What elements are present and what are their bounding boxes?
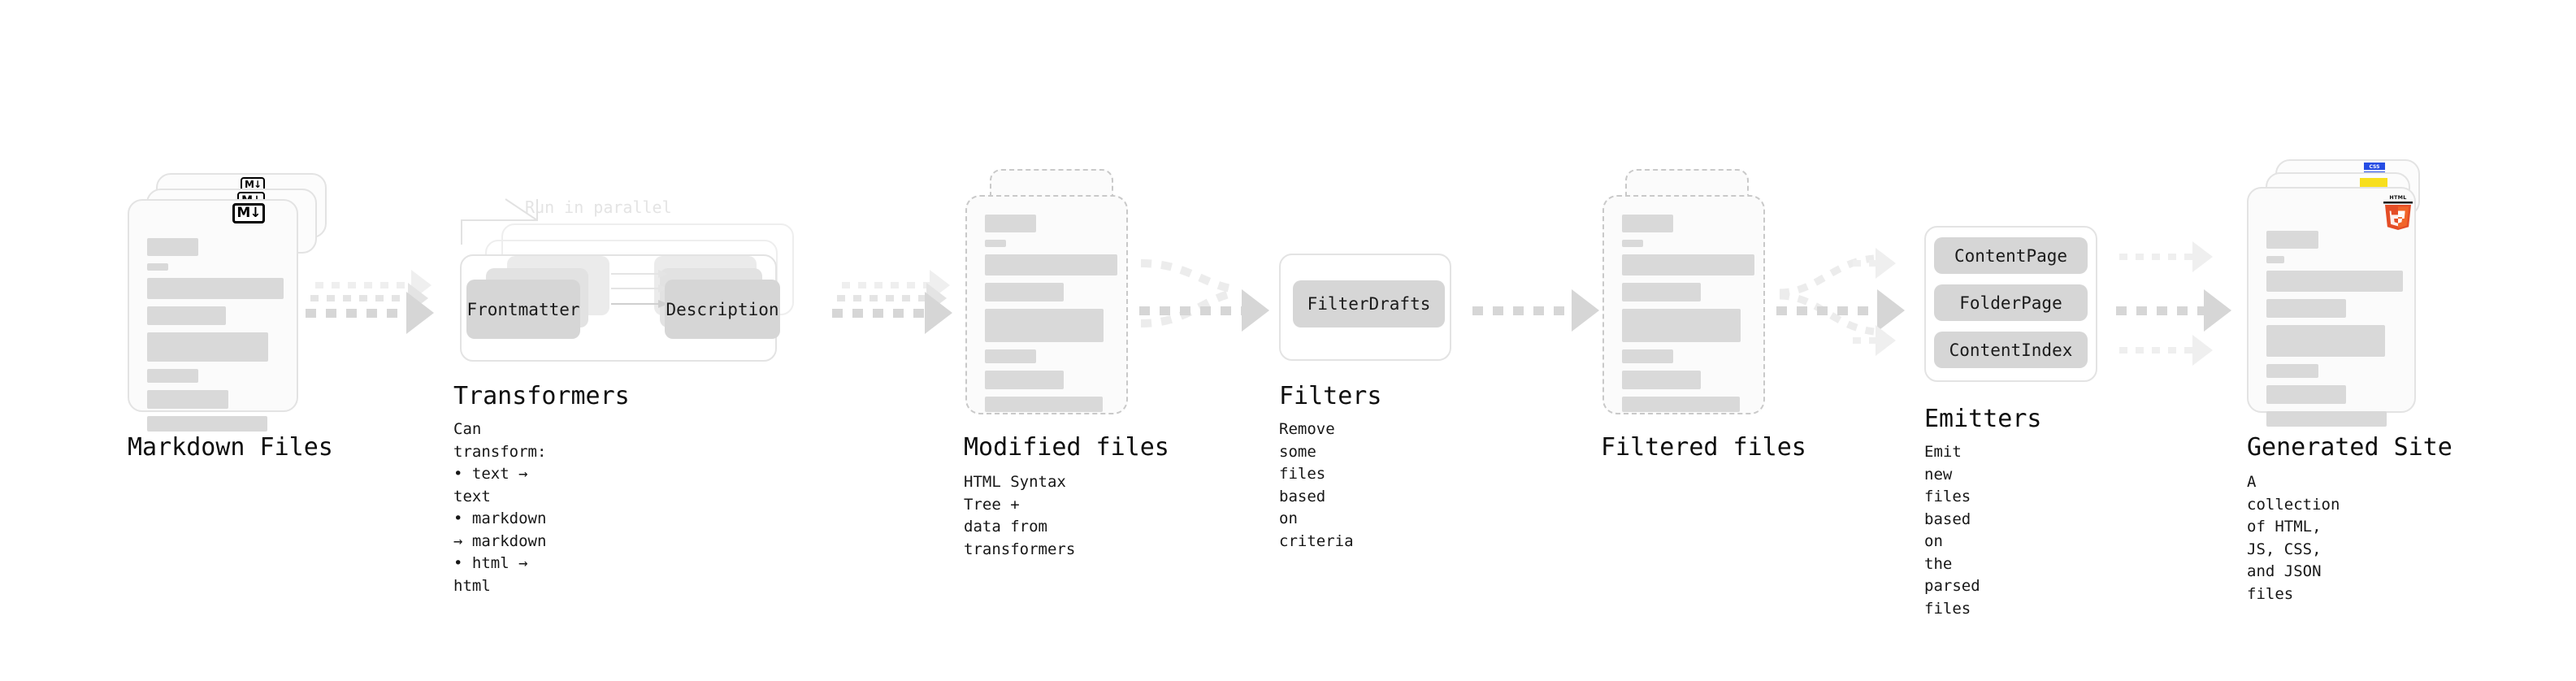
converge-curves	[1140, 259, 1237, 327]
filtered-files-title: Filtered files	[1601, 433, 1806, 462]
site-doc-content	[2266, 231, 2403, 434]
node-folderpage-label: FolderPage	[1959, 293, 2062, 313]
node-description[interactable]: Description	[665, 280, 780, 339]
transformers-subtitle: Can transform: • text → text • markdown …	[453, 420, 547, 595]
arrow-single	[1472, 289, 1599, 332]
markdown-badge-back: M↓	[241, 177, 265, 192]
node-filterdrafts-label: FilterDrafts	[1307, 294, 1431, 314]
markdown-badge-front: M↓	[232, 203, 265, 223]
node-folderpage[interactable]: FolderPage	[1934, 284, 2088, 321]
filtered-doc-front	[1602, 195, 1765, 414]
arrow-emit-top	[2119, 241, 2213, 272]
markdown-doc-front	[128, 199, 298, 432]
arrow-converged	[1139, 289, 1269, 332]
node-frontmatter-label: Frontmatter	[466, 299, 580, 319]
emitters-subtitle: Emit new files based on the parsed files	[1924, 443, 1980, 618]
node-frontmatter[interactable]: Frontmatter	[466, 280, 580, 339]
html5-badge: HTML	[2383, 194, 2413, 230]
arrow-diverge-bottom	[1853, 325, 1896, 356]
run-in-parallel-label: Run in parallel	[525, 197, 672, 217]
node-filterdrafts[interactable]: FilterDrafts	[1293, 280, 1445, 327]
filters-title: Filters	[1279, 382, 1382, 410]
arrow-dashed-bottom	[832, 292, 952, 334]
modified-doc-front	[965, 195, 1128, 414]
node-contentindex[interactable]: ContentIndex	[1934, 332, 2088, 368]
node-contentpage-label: ContentPage	[1954, 245, 2068, 266]
modified-doc-content	[985, 215, 1117, 419]
arrow-emit-bottom	[2119, 335, 2213, 366]
svg-text:CSS: CSS	[2370, 164, 2380, 170]
markdown-files-title: Markdown Files	[128, 433, 333, 462]
run-in-parallel-bracket	[461, 198, 538, 245]
filtered-doc-content	[1622, 215, 1754, 419]
modified-files-title: Modified files	[964, 433, 1169, 462]
svg-text:HTML: HTML	[2389, 194, 2406, 201]
arrow-dashed-bottom	[306, 292, 434, 334]
node-contentpage[interactable]: ContentPage	[1934, 237, 2088, 274]
node-description-label: Description	[666, 299, 779, 319]
node-contentindex-label: ContentIndex	[1949, 340, 2073, 360]
arrow-diverge-top	[1853, 248, 1896, 279]
modified-files-subtitle: HTML Syntax Tree + data from transformer…	[964, 473, 1076, 558]
emitters-title: Emitters	[1924, 405, 2042, 433]
transformer-inner-arrows	[611, 270, 668, 308]
transformers-title: Transformers	[453, 382, 630, 410]
filters-subtitle: Remove some files based on criteria	[1279, 420, 1354, 550]
generated-site-subtitle: A collection of HTML, JS, CSS, and JSON …	[2247, 473, 2340, 603]
generated-site-title: Generated Site	[2247, 433, 2452, 462]
arrow-diverge-mid	[1776, 289, 1905, 332]
arrow-emit-mid	[2116, 289, 2231, 332]
markdown-doc-content	[147, 238, 284, 439]
